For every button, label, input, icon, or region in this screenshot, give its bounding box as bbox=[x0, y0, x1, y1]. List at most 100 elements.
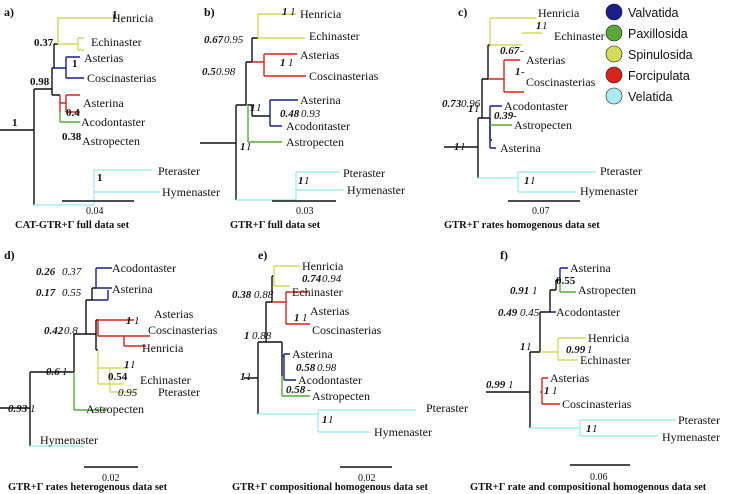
support-value: 1 bbox=[322, 414, 328, 426]
taxon-astropecten: Astropecten bbox=[514, 118, 572, 132]
taxon-pteraster: Pteraster bbox=[426, 401, 468, 415]
support-value: 1 bbox=[515, 66, 521, 78]
taxon-henricia: Henricia bbox=[588, 331, 630, 345]
taxon-asterias: Asterias bbox=[526, 53, 566, 67]
taxon-coscinasterias: Coscinasterias bbox=[309, 69, 379, 83]
taxon-coscinasterias: Coscinasterias bbox=[148, 323, 218, 337]
support-value: 0.55 bbox=[556, 275, 576, 287]
panel-e-caption: GTR+Γ compositional homogenous data set bbox=[232, 482, 429, 493]
taxon-asterina: Asterina bbox=[500, 141, 541, 155]
support-value: 1 bbox=[250, 102, 256, 114]
legend-swatch-velatida bbox=[605, 87, 623, 105]
taxon-hymenaster: Hymenaster bbox=[374, 425, 432, 439]
support-value: 0.98 bbox=[317, 362, 337, 374]
taxon-pteraster: Pteraster bbox=[158, 385, 200, 399]
support-value: 1 bbox=[97, 172, 103, 184]
taxon-echinaster: Echinaster bbox=[580, 353, 631, 367]
legend-label: Spinulosida bbox=[628, 48, 693, 62]
support-value: 0.98 bbox=[216, 66, 236, 78]
support-value: 1 bbox=[290, 6, 296, 18]
panel-e-backbone bbox=[244, 275, 283, 414]
support-value: 1 bbox=[592, 423, 598, 435]
support-value: 1 bbox=[130, 359, 136, 371]
taxon-coscinasterias: Coscinasterias bbox=[312, 323, 382, 337]
panel-b-forcipulata-branches bbox=[252, 53, 306, 77]
legend-label: Paxillosida bbox=[628, 27, 688, 41]
panel-d-valvatida-branches bbox=[92, 267, 112, 301]
support-value: 1 bbox=[532, 285, 538, 297]
taxon-echinaster: Echinaster bbox=[140, 373, 191, 387]
panel-c-label: c) bbox=[458, 5, 467, 19]
taxon-asterina: Asterina bbox=[112, 282, 153, 296]
panel-a-paxillosida-branch bbox=[59, 112, 80, 123]
taxon-pteraster: Pteraster bbox=[343, 166, 385, 180]
support-value: 1 bbox=[134, 315, 140, 327]
panel-e-paxillosida-branch bbox=[281, 376, 310, 397]
taxon-acodontaster: Acodontaster bbox=[112, 261, 176, 275]
panel-b-spinulosida-branches bbox=[257, 13, 305, 39]
panel-f-velatida-branches bbox=[530, 419, 676, 437]
panel-b-valvatida-branches bbox=[269, 99, 298, 127]
legend-label: Velatida bbox=[628, 90, 673, 104]
panel-c-caption: GTR+Γ rates homogenous data set bbox=[444, 220, 600, 231]
support-value: 1 bbox=[294, 312, 300, 324]
support-value: - bbox=[521, 66, 525, 78]
support-value: 0.37 bbox=[34, 37, 54, 49]
panel-b: b) Henricia Echinaster Asterias Coscinas… bbox=[200, 5, 405, 231]
panel-c-velatida-branches bbox=[478, 171, 596, 193]
taxon-echinaster: Echinaster bbox=[554, 29, 605, 43]
panel-c-forcipulata-branches bbox=[488, 59, 524, 93]
support-value: 0.55 bbox=[62, 287, 82, 299]
support-value: 0.88 bbox=[252, 330, 272, 342]
support-value: 0.17 bbox=[36, 287, 56, 299]
support-value: 0.39 bbox=[494, 110, 514, 122]
panel-d-label: d) bbox=[4, 248, 15, 262]
support-value: 0.96 bbox=[461, 98, 481, 110]
panel-f-backbone bbox=[486, 279, 560, 428]
panel-a-velatida-branches bbox=[34, 169, 160, 206]
taxon-coscinasterias: Coscinasterias bbox=[526, 75, 596, 89]
scale-value: 0.07 bbox=[532, 206, 550, 217]
taxon-pteraster: Pteraster bbox=[678, 413, 720, 427]
support-value: 1 bbox=[460, 141, 466, 153]
support-value: 0.99 bbox=[486, 379, 506, 391]
support-value: 0.93 bbox=[8, 403, 28, 415]
taxon-pteraster: Pteraster bbox=[600, 164, 642, 178]
taxon-echinaster: Echinaster bbox=[91, 35, 142, 49]
legend: Valvatida Paxillosida Spinulosida Forcip… bbox=[605, 3, 693, 105]
panel-f: f) Asterina Astropecten Acodontaster Hen… bbox=[470, 248, 720, 493]
panel-e-valvatida-branches bbox=[282, 353, 296, 381]
support-value: 0.26 bbox=[36, 266, 56, 278]
taxon-acodontaster: Acodontaster bbox=[298, 373, 362, 387]
taxon-henricia: Henricia bbox=[300, 7, 342, 21]
support-value: 1 bbox=[246, 371, 252, 383]
support-value: 0.37 bbox=[62, 266, 82, 278]
support-value: 1 bbox=[72, 58, 78, 70]
taxon-asterias: Asterias bbox=[550, 371, 590, 385]
panel-f-spinulosida-branches bbox=[540, 337, 586, 361]
panel-e-forcipulata-branches bbox=[272, 291, 310, 325]
panel-b-paxillosida-branch bbox=[246, 104, 282, 143]
panel-d-paxillosida-branch bbox=[73, 372, 108, 411]
support-value: 0.58 bbox=[296, 362, 316, 374]
support-value: 1 bbox=[256, 102, 262, 114]
support-value: 0.38 bbox=[232, 289, 252, 301]
support-value: 1 bbox=[240, 141, 246, 153]
support-value: 1 bbox=[298, 175, 304, 187]
taxon-asterias: Asterias bbox=[300, 48, 340, 62]
taxon-asterias: Asterias bbox=[154, 307, 194, 321]
support-value: 0.88 bbox=[254, 289, 274, 301]
support-value: 0.42 bbox=[44, 325, 64, 337]
support-value: 0.67 bbox=[500, 45, 520, 57]
taxon-astropecten: Astropecten bbox=[86, 402, 144, 416]
support-value: 0.98 bbox=[30, 76, 50, 88]
taxon-henricia: Henricia bbox=[112, 11, 154, 25]
support-value: 0.45 bbox=[520, 307, 540, 319]
scale-value: 0.02 bbox=[358, 473, 376, 484]
panel-d-spinulosida-branches bbox=[97, 350, 136, 393]
support-value: 1 bbox=[530, 175, 536, 187]
taxon-pteraster: Pteraster bbox=[158, 164, 200, 178]
panel-b-caption: GTR+Γ full data set bbox=[230, 220, 321, 231]
support-value: 0.6 bbox=[46, 366, 60, 378]
taxon-coscinasterias: Coscinasterias bbox=[562, 397, 632, 411]
